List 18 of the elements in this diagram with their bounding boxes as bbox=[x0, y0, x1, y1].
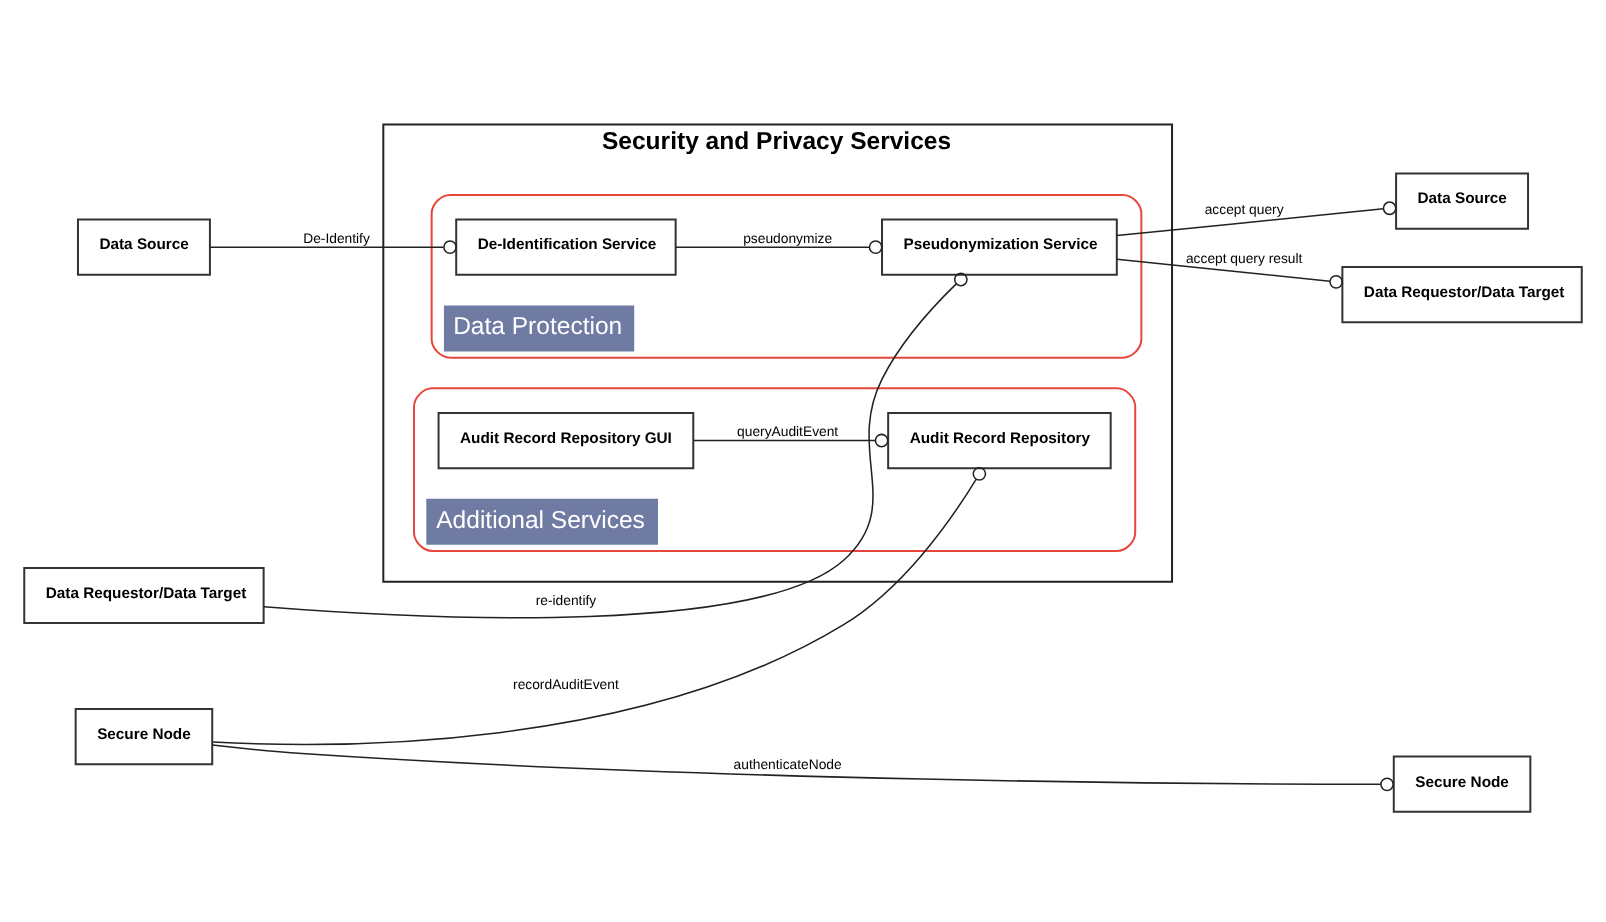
node-box: Data Requestor/Data Target bbox=[1341, 265, 1583, 323]
connector bbox=[211, 465, 987, 745]
node-box: Audit Record Repository GUI bbox=[437, 410, 695, 469]
node-box: Data Source bbox=[76, 217, 211, 275]
node-box: Secure Node bbox=[74, 707, 214, 765]
connector bbox=[209, 239, 457, 254]
node-box: De-Identification Service bbox=[455, 217, 677, 275]
connector bbox=[1116, 200, 1397, 236]
connector bbox=[692, 432, 889, 447]
node-box: Data Requestor/Data Target bbox=[23, 565, 265, 624]
connector bbox=[675, 239, 883, 254]
connector bbox=[263, 271, 968, 618]
node-box: Pseudonymization Service bbox=[881, 217, 1118, 275]
connector bbox=[211, 743, 1394, 791]
node-box: Audit Record Repository bbox=[887, 410, 1112, 469]
node-box: Secure Node bbox=[1392, 754, 1532, 812]
connector bbox=[1116, 257, 1343, 288]
node-box: Data Source bbox=[1395, 171, 1530, 229]
